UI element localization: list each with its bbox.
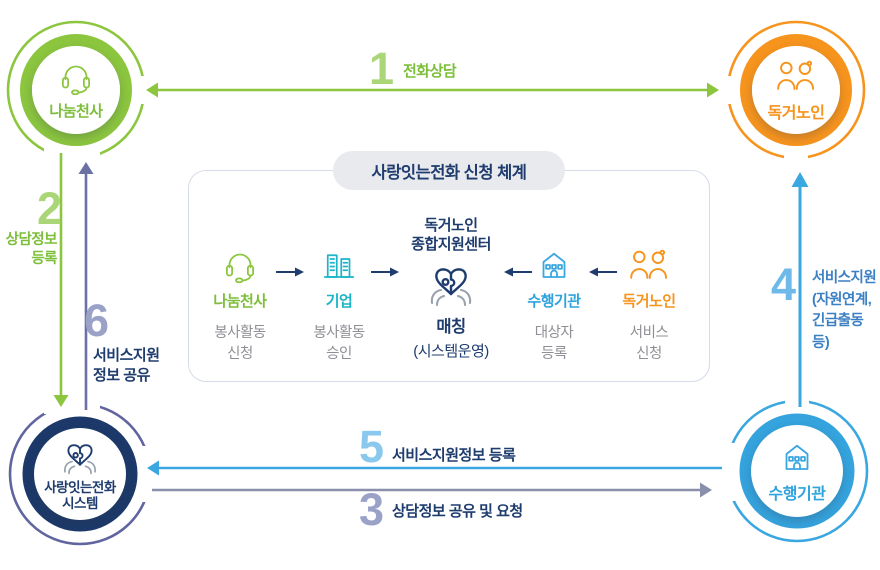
house-icon (779, 439, 815, 475)
application-system-box: 사랑잇는전화 신청 체계 나눔천사 봉사활동 신청 기업 봉사활동 승인 (188, 151, 710, 382)
step-sharing-angel: 나눔천사 봉사활동 신청 (188, 247, 292, 365)
connector-2-label: 상담정보 등록 (5, 232, 58, 267)
node-agency: 수행기관 (751, 425, 843, 517)
flow-arrow-right-icon (276, 267, 304, 277)
connector-3-label: 상담정보 공유 및 요청 (392, 503, 523, 520)
node-sharing-angel: 나눔천사 (32, 46, 120, 134)
node-elderly: 독거노인 (752, 46, 840, 134)
step-company: 기업 봉사활동 승인 (287, 247, 391, 365)
step-elderly: 독거노인 서비스 신청 (597, 247, 701, 365)
connector-6-label: 서비스지원 정보 공유 (93, 347, 160, 384)
step-desc: 대상자 등록 (534, 325, 574, 362)
connector-2-number: 2 (36, 183, 62, 234)
flow-arrow-left-icon (589, 267, 617, 277)
node-agency-label: 수행기관 (768, 485, 826, 503)
step-desc: 봉사활동 신청 (214, 325, 266, 362)
connector-4-label: 서비스지원 (자원연계, 긴급출동 등) (812, 270, 877, 351)
connector-5-number: 5 (358, 421, 384, 472)
step-desc: 봉사활동 승인 (313, 325, 365, 362)
step-support-center: 독거노인 종합지원센터 매칭 (시스템운영) (391, 216, 511, 361)
connector-6-number: 6 (84, 295, 109, 346)
heart-puzzle-hands-icon (425, 259, 477, 307)
heart-puzzle-hands-icon (59, 437, 101, 475)
connector-1-label: 전화상담 (403, 63, 457, 80)
node-love-phone-system: 사랑잇는전화 시스템 (34, 428, 126, 520)
headset-icon (222, 247, 258, 283)
house-icon (536, 247, 572, 283)
system-operation-label: (시스템운영) (413, 343, 489, 360)
step-name: 독거노인 (622, 293, 676, 310)
box-title: 사랑잇는전화 신청 체계 (333, 151, 565, 190)
connector-4-number: 4 (770, 259, 796, 310)
node-elderly-label: 독거노인 (767, 104, 825, 122)
elderly-couple-icon (775, 58, 817, 94)
connector-1-number: 1 (368, 43, 394, 94)
headset-icon (58, 59, 94, 95)
support-center-name: 독거노인 종합지원센터 (411, 217, 491, 253)
connector-3-number: 3 (358, 484, 384, 535)
node-sharing-angel-label: 나눔천사 (49, 103, 103, 120)
step-name: 나눔천사 (213, 293, 267, 310)
flow-arrow-right-icon (371, 267, 399, 277)
elderly-couple-icon (628, 247, 670, 283)
matching-label: 매칭 (436, 318, 466, 336)
flow-arrow-left-icon (504, 267, 532, 277)
buildings-icon (321, 247, 357, 283)
step-name: 수행기관 (527, 293, 581, 310)
step-name: 기업 (325, 293, 353, 310)
step-agency: 수행기관 대상자 등록 (502, 247, 606, 365)
step-desc: 서비스 신청 (629, 325, 669, 362)
node-system-label: 사랑잇는전화 시스템 (44, 479, 116, 511)
connector-5-label: 서비스지원정보 등록 (392, 447, 516, 464)
